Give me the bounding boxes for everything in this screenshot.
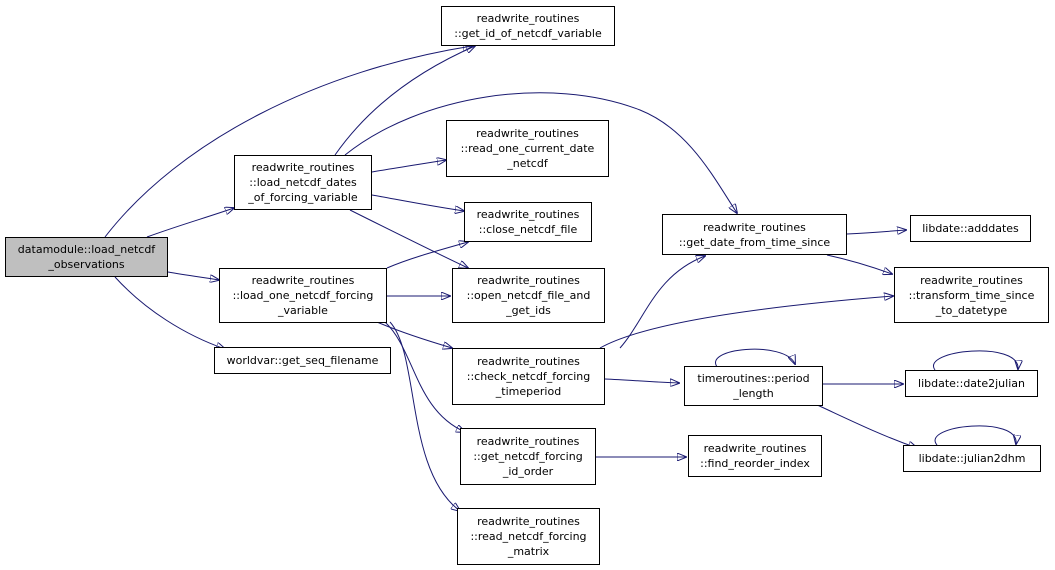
node-julian2dhm[interactable]: libdate::julian2dhm xyxy=(903,445,1041,472)
edge-load-one-id-order xyxy=(384,321,465,432)
node-label: worldvar::get_seq_filename xyxy=(226,354,379,367)
node-label: libdate::date2julian xyxy=(918,377,1025,390)
edge-date2julian-self xyxy=(932,350,1018,371)
node-close-netcdf-file[interactable]: readwrite_routines ::close_netcdf_file xyxy=(464,202,592,242)
node-label: readwrite_routines ::get_netcdf_forcing … xyxy=(473,435,583,478)
edge-period-self xyxy=(715,348,795,369)
node-read-netcdf-forcing-matrix[interactable]: readwrite_routines ::read_netcdf_forcing… xyxy=(457,508,600,565)
node-load-one-netcdf-forcing-variable[interactable]: readwrite_routines ::load_one_netcdf_for… xyxy=(219,268,387,323)
edge-root-load-one xyxy=(167,271,219,280)
edge-get-date-transform xyxy=(826,254,892,274)
node-label: readwrite_routines ::load_one_netcdf_for… xyxy=(232,274,374,317)
node-check-netcdf-forcing-timeperiod[interactable]: readwrite_routines ::check_netcdf_forcin… xyxy=(452,348,605,405)
edge-check-period xyxy=(604,378,679,383)
edge-load-one-read-matrix xyxy=(389,321,460,511)
edge-load-dates-open-file xyxy=(349,209,468,268)
node-load-netcdf-observations[interactable]: datamodule::load_netcdf _observations xyxy=(5,237,168,277)
edge-period-julian2dhm xyxy=(812,402,917,448)
node-get-seq-filename[interactable]: worldvar::get_seq_filename xyxy=(214,347,391,374)
edge-load-dates-close-file xyxy=(371,194,464,211)
edge-load-dates-get-id xyxy=(334,46,475,156)
node-label: readwrite_routines ::get_date_from_time_… xyxy=(678,220,831,249)
edge-get-date-adddates xyxy=(846,230,906,234)
edge-load-one-close-file xyxy=(386,242,468,269)
node-label: readwrite_routines ::find_reorder_index xyxy=(700,442,810,470)
node-find-reorder-index[interactable]: readwrite_routines ::find_reorder_index xyxy=(688,435,822,477)
node-period-length[interactable]: timeroutines::period _length xyxy=(684,366,823,406)
node-date2julian[interactable]: libdate::date2julian xyxy=(905,370,1038,397)
node-label: datamodule::load_netcdf _observations xyxy=(17,243,156,271)
node-label: libdate::adddates xyxy=(922,222,1019,235)
edge-julian2dhm-self xyxy=(934,425,1016,445)
node-adddates[interactable]: libdate::adddates xyxy=(910,215,1031,242)
node-label: readwrite_routines ::read_one_current_da… xyxy=(460,127,595,170)
node-load-netcdf-dates-of-forcing-variable[interactable]: readwrite_routines ::load_netcdf_dates _… xyxy=(234,155,372,210)
node-label: timeroutines::period _length xyxy=(697,372,810,400)
edge-root-load-dates xyxy=(146,208,234,238)
node-get-netcdf-forcing-id-order[interactable]: readwrite_routines ::get_netcdf_forcing … xyxy=(460,428,596,485)
edge-load-dates-get-date xyxy=(344,92,737,213)
edge-root-get-id xyxy=(104,46,472,238)
node-label: readwrite_routines ::get_id_of_netcdf_va… xyxy=(454,12,602,40)
edge-check-get-date xyxy=(619,256,705,349)
node-label: libdate::julian2dhm xyxy=(918,452,1026,465)
node-label: readwrite_routines ::close_netcdf_file xyxy=(476,208,580,236)
node-transform-time-since-to-datetype[interactable]: readwrite_routines ::transform_time_sinc… xyxy=(894,267,1049,323)
node-label: readwrite_routines ::open_netcdf_file_an… xyxy=(466,274,591,317)
node-label: readwrite_routines ::load_netcdf_dates _… xyxy=(248,161,358,204)
node-label: readwrite_routines ::read_netcdf_forcing… xyxy=(470,515,587,558)
edge-check-transform xyxy=(599,296,893,349)
node-get-id-of-netcdf-variable[interactable]: readwrite_routines ::get_id_of_netcdf_va… xyxy=(441,6,615,46)
node-get-date-from-time-since[interactable]: readwrite_routines ::get_date_from_time_… xyxy=(662,214,847,255)
node-label: readwrite_routines ::transform_time_sinc… xyxy=(908,273,1035,317)
edge-load-dates-read-one xyxy=(371,160,446,173)
node-read-one-current-date-netcdf[interactable]: readwrite_routines ::read_one_current_da… xyxy=(446,120,609,177)
node-open-netcdf-file-and-get-ids[interactable]: readwrite_routines ::open_netcdf_file_an… xyxy=(452,268,605,323)
edge-root-seq-file xyxy=(114,276,225,349)
edge-load-one-check xyxy=(376,321,452,348)
node-label: readwrite_routines ::check_netcdf_forcin… xyxy=(466,355,591,398)
